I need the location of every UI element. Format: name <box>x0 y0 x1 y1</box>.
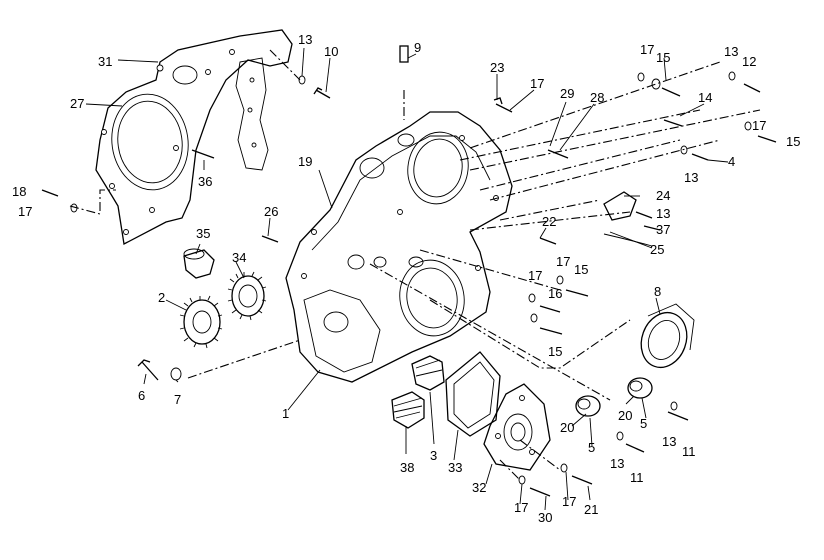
callout-label: 34 <box>232 250 246 265</box>
callout-label: 3 <box>430 448 437 463</box>
callout-label: 15 <box>656 50 670 65</box>
callout-label: 26 <box>264 204 278 219</box>
callout-label: 31 <box>98 54 112 69</box>
callout-label: 2 <box>158 290 165 305</box>
front-case-part <box>285 111 513 383</box>
callout-label: 28 <box>590 90 604 105</box>
callout-label: 12 <box>742 54 756 69</box>
callout-label: 10 <box>324 44 338 59</box>
callout-label: 8 <box>654 284 661 299</box>
water-pump-part <box>445 351 551 471</box>
callout-label: 15 <box>786 134 800 149</box>
callout-label: 38 <box>400 460 414 475</box>
shafts-part <box>391 355 445 429</box>
callout-label: 18 <box>12 184 26 199</box>
callout-label: 5 <box>588 440 595 455</box>
callout-label: 20 <box>618 408 632 423</box>
fasteners <box>41 45 777 497</box>
callout-label: 15 <box>548 344 562 359</box>
callout-label: 37 <box>656 222 670 237</box>
callout-label: 13 <box>724 44 738 59</box>
callout-label: 14 <box>698 90 712 105</box>
callout-label: 36 <box>198 174 212 189</box>
callout-label: 17 <box>18 204 32 219</box>
callout-label: 20 <box>560 420 574 435</box>
callout-label: 5 <box>640 416 647 431</box>
leader-lines <box>85 47 729 511</box>
seal-ring-part <box>640 303 695 369</box>
callout-label: 17 <box>528 268 542 283</box>
callout-label: 33 <box>448 460 462 475</box>
callout-label: 17 <box>514 500 528 515</box>
callout-label: 30 <box>538 510 552 525</box>
assembly-centerlines <box>69 49 761 481</box>
callout-label: 13 <box>684 170 698 185</box>
callout-label: 17 <box>752 118 766 133</box>
callout-label: 11 <box>630 470 644 485</box>
callout-label: 22 <box>542 214 556 229</box>
callout-label: 21 <box>584 502 598 517</box>
callout-label: 9 <box>414 40 421 55</box>
callout-label: 7 <box>174 392 181 407</box>
callout-label: 13 <box>656 206 670 221</box>
bracket-parts <box>603 191 653 247</box>
callout-label: 32 <box>472 480 486 495</box>
callout-label: 25 <box>650 242 664 257</box>
callout-label: 17 <box>562 494 576 509</box>
cap-parts <box>575 377 653 417</box>
callout-label: 17 <box>640 42 654 57</box>
callout-label: 29 <box>560 86 574 101</box>
callout-label: 6 <box>138 388 145 403</box>
callout-label: 35 <box>196 226 210 241</box>
callout-label: 13 <box>662 434 676 449</box>
callout-label: 1 <box>282 406 289 421</box>
callout-label: 17 <box>530 76 544 91</box>
callout-label: 15 <box>574 262 588 277</box>
callout-label: 16 <box>548 286 562 301</box>
callout-label: 19 <box>298 154 312 169</box>
flywheel-housing-part <box>95 29 293 245</box>
callout-label: 11 <box>682 444 696 459</box>
callout-label: 17 <box>556 254 570 269</box>
callout-label: 27 <box>70 96 84 111</box>
callout-label: 13 <box>298 32 312 47</box>
callout-label: 13 <box>610 456 624 471</box>
callout-label: 24 <box>656 188 670 203</box>
callout-label: 4 <box>728 154 735 169</box>
callout-label: 23 <box>490 60 504 75</box>
gears-part <box>179 248 267 349</box>
